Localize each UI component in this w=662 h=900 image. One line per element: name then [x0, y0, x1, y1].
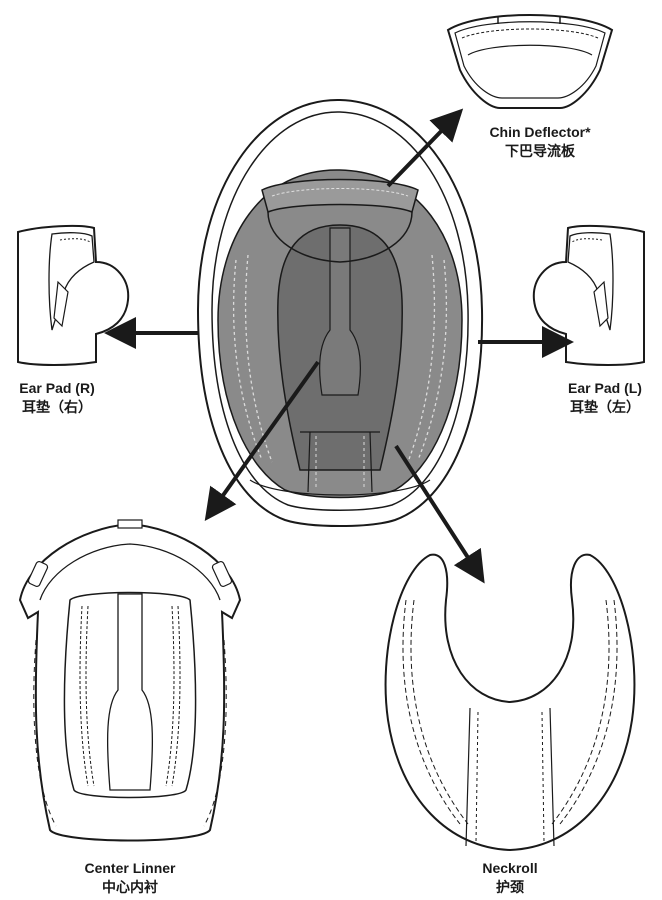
neckroll-label-zh: 护颈 [440, 878, 580, 898]
neckroll-drawing [386, 555, 635, 850]
ear-pad-left-label-en: Ear Pad (L) [550, 378, 660, 398]
ear-pad-right-label-en: Ear Pad (R) [2, 378, 112, 398]
center-liner-drawing [20, 520, 240, 841]
ear-pad-right-drawing [18, 226, 128, 365]
neckroll-label-en: Neckroll [440, 858, 580, 878]
helmet-shell [198, 100, 482, 526]
center-liner-label-en: Center Linner [60, 858, 200, 878]
ear-pad-left-drawing [534, 226, 644, 365]
chin-deflector-label: Chin Deflector* 下巴导流板 [470, 122, 610, 162]
ear-pad-right-label: Ear Pad (R) 耳垫（右） [2, 378, 112, 418]
chin-deflector-label-zh: 下巴导流板 [470, 142, 610, 162]
ear-pad-left-label: Ear Pad (L) 耳垫（左） [550, 378, 660, 418]
ear-pad-right-label-zh: 耳垫（右） [2, 398, 112, 418]
neckroll-label: Neckroll 护颈 [440, 858, 580, 898]
chin-deflector-label-en: Chin Deflector* [470, 122, 610, 142]
center-liner-label: Center Linner 中心内衬 [60, 858, 200, 898]
chin-deflector-drawing [448, 15, 612, 108]
ear-pad-left-label-zh: 耳垫（左） [550, 398, 660, 418]
center-liner-label-zh: 中心内衬 [60, 878, 200, 898]
